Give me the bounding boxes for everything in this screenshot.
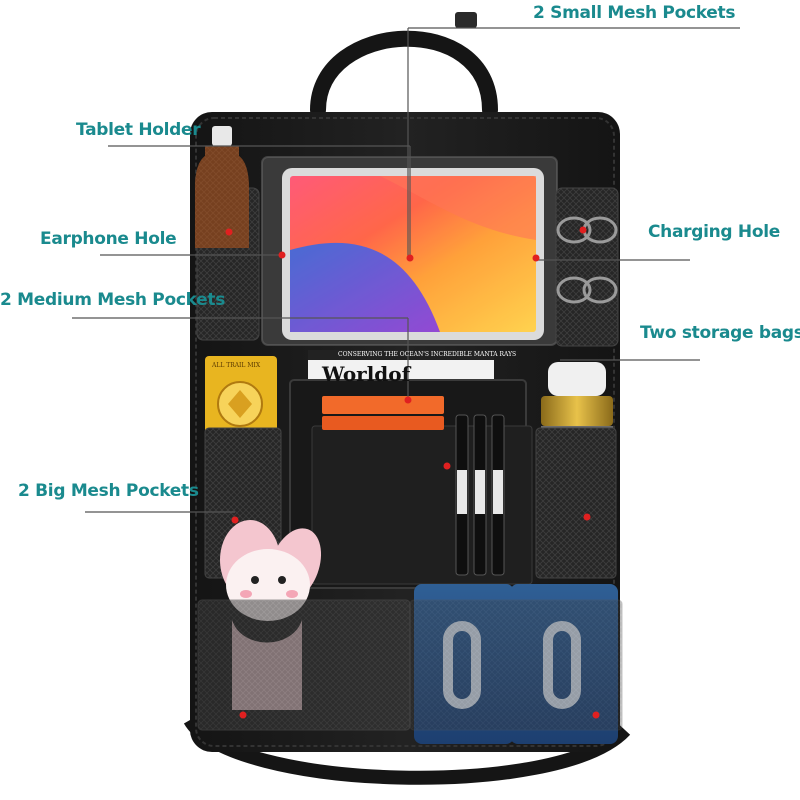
label-charging-hole: Charging Hole <box>648 222 780 242</box>
top-handle-strap <box>310 30 498 118</box>
snack-bag <box>205 356 277 444</box>
bottle-icon <box>195 126 249 248</box>
snack-brand: ALL TRAIL MIX <box>212 362 261 369</box>
label-medium-mesh-pockets: 2 Medium Mesh Pockets <box>0 290 226 310</box>
label-big-mesh-pockets: 2 Big Mesh Pockets <box>18 481 199 501</box>
book-tagline: CONSERVING THE OCEAN'S INCREDIBLE MANTA … <box>338 351 517 358</box>
pointer-dots <box>225 226 600 719</box>
label-small-mesh-pockets: 2 Small Mesh Pockets <box>533 3 736 23</box>
book-title: Worldof <box>322 362 411 386</box>
orange-cards <box>322 396 444 430</box>
right-big-mesh-pocket <box>535 427 617 579</box>
label-tablet-holder: Tablet Holder <box>76 120 201 140</box>
storage-bag-right <box>409 599 623 731</box>
label-earphone-hole: Earphone Hole <box>40 229 177 249</box>
label-storage-bags: Two storage bags <box>640 323 800 343</box>
marker-pens-icon <box>455 414 505 576</box>
storage-bag-left <box>197 599 411 731</box>
strap-buckle <box>455 12 477 28</box>
right-small-mesh-pocket <box>555 187 619 347</box>
leader-lines <box>72 27 740 513</box>
